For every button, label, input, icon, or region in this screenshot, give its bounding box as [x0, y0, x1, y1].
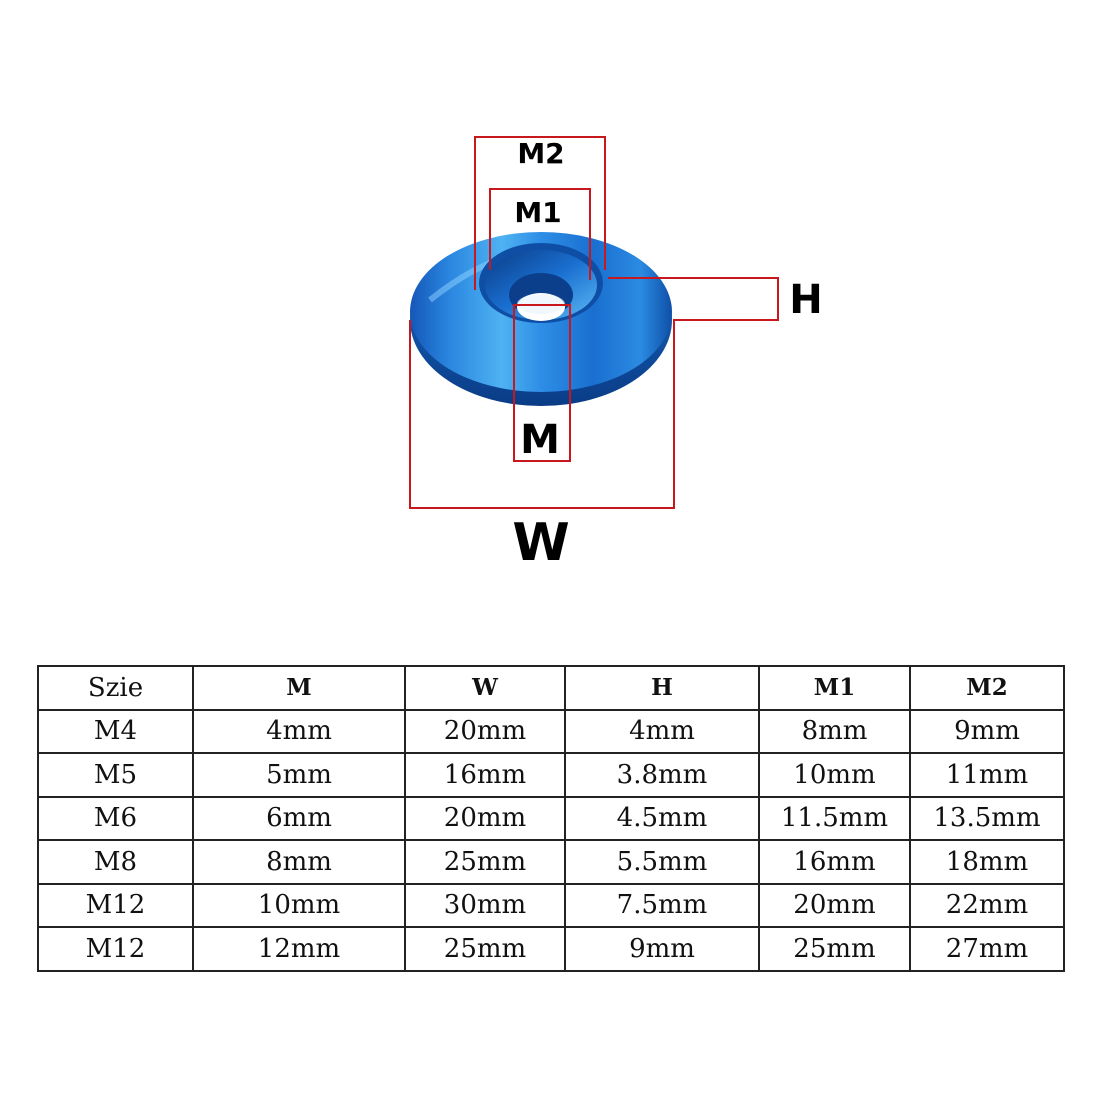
cell-h: 4.5mm	[564, 795, 760, 841]
h-dimension-line	[608, 277, 779, 321]
cell-m: 8mm	[192, 839, 406, 885]
header-m1: M1	[758, 665, 911, 711]
cell-m2: 11mm	[909, 752, 1065, 798]
table-header-row: Szie M W H M1 M2	[37, 665, 1065, 711]
cell-m: 4mm	[192, 708, 406, 754]
cell-m1: 11.5mm	[758, 795, 911, 841]
cell-m2: 27mm	[909, 926, 1065, 972]
cell-size: M8	[37, 839, 194, 885]
cell-w: 16mm	[404, 752, 566, 798]
table-row: M4 4mm 20mm 4mm 8mm 9mm	[37, 708, 1065, 754]
cell-m1: 20mm	[758, 882, 911, 928]
table-row: M6 6mm 20mm 4.5mm 11.5mm 13.5mm	[37, 795, 1065, 841]
cell-h: 4mm	[564, 708, 760, 754]
cell-w: 20mm	[404, 708, 566, 754]
cell-size: M12	[37, 882, 194, 928]
washer-image	[410, 232, 672, 406]
cell-w: 25mm	[404, 926, 566, 972]
cell-m1: 10mm	[758, 752, 911, 798]
table-row: M12 10mm 30mm 7.5mm 20mm 22mm	[37, 882, 1065, 928]
header-m2: M2	[909, 665, 1065, 711]
cell-m: 10mm	[192, 882, 406, 928]
cell-m1: 16mm	[758, 839, 911, 885]
label-w: W	[512, 513, 569, 573]
cell-h: 3.8mm	[564, 752, 760, 798]
cell-m2: 9mm	[909, 708, 1065, 754]
dimension-lines	[409, 136, 779, 509]
header-h: H	[564, 665, 760, 711]
cell-w: 20mm	[404, 795, 566, 841]
cell-m: 6mm	[192, 795, 406, 841]
size-specification-table: Szie M W H M1 M2 M4 4mm 20mm 4mm 8mm 9mm…	[37, 665, 1065, 972]
cell-m: 12mm	[192, 926, 406, 972]
cell-h: 5.5mm	[564, 839, 760, 885]
label-m2: M2	[517, 137, 564, 170]
table-row: M12 12mm 25mm 9mm 25mm 27mm	[37, 926, 1065, 972]
header-w: W	[404, 665, 566, 711]
cell-m2: 22mm	[909, 882, 1065, 928]
cell-m2: 18mm	[909, 839, 1065, 885]
cell-size: M4	[37, 708, 194, 754]
header-m: M	[192, 665, 406, 711]
label-m1: M1	[514, 196, 561, 229]
m-dimension-line	[513, 304, 571, 462]
table-row: M8 8mm 25mm 5.5mm 16mm 18mm	[37, 839, 1065, 885]
table-row: M5 5mm 16mm 3.8mm 10mm 11mm	[37, 752, 1065, 798]
cell-size: M12	[37, 926, 194, 972]
cell-m: 5mm	[192, 752, 406, 798]
m1-dimension-line	[489, 188, 591, 280]
cell-w: 30mm	[404, 882, 566, 928]
label-m: M	[520, 417, 560, 463]
cell-w: 25mm	[404, 839, 566, 885]
cell-m2: 13.5mm	[909, 795, 1065, 841]
cell-h: 7.5mm	[564, 882, 760, 928]
m2-dimension-line	[474, 136, 606, 290]
cell-size: M5	[37, 752, 194, 798]
cell-m1: 25mm	[758, 926, 911, 972]
label-h: H	[789, 277, 822, 323]
cell-size: M6	[37, 795, 194, 841]
cell-h: 9mm	[564, 926, 760, 972]
header-size: Szie	[37, 665, 194, 711]
cell-m1: 8mm	[758, 708, 911, 754]
w-dimension-line	[409, 320, 675, 509]
washer-dimension-diagram: M2 M1 H M W	[409, 136, 823, 573]
